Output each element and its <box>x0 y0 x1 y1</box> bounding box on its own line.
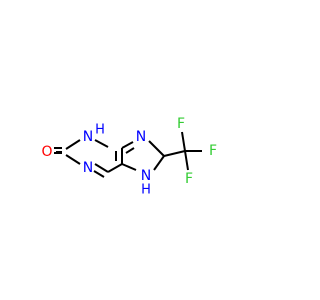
atom-oxygen: O <box>41 144 52 160</box>
bond-n7-c5 <box>121 163 137 171</box>
atom-n3: N <box>83 129 93 145</box>
bond-n9-c8 <box>148 140 165 157</box>
bond-n3-c4 <box>94 139 109 148</box>
bonds <box>54 131 202 178</box>
bond-cf3-f-bottom <box>184 150 189 171</box>
atom-n1: N <box>83 160 93 176</box>
bond-c4-n9 <box>121 141 134 149</box>
molecule-svg: O N H N N N H F F F <box>41 116 217 198</box>
bond-c2-n3 <box>65 139 81 150</box>
molecule-structure-diagram: O N H N N N H F F F <box>41 116 217 198</box>
atom-n7: N <box>141 168 151 184</box>
bond-n1-c6 <box>94 163 109 173</box>
atom-fluorine-bottom: F <box>185 171 193 187</box>
bond-c8-n7 <box>153 155 165 171</box>
bond-n1-c6-inner <box>93 170 105 178</box>
atom-n3-hydrogen: H <box>95 123 105 138</box>
atom-labels: O N H N N N H F F F <box>41 116 217 198</box>
atom-fluorine-right: F <box>209 143 217 159</box>
bond-c6-c5 <box>107 163 123 173</box>
atom-n7-hydrogen: H <box>141 183 151 198</box>
atom-n9: N <box>136 129 146 145</box>
bond-c8-cf3 <box>163 150 186 157</box>
atom-fluorine-top: F <box>177 116 185 132</box>
bond-cf3-f-top <box>181 131 186 152</box>
bond-c2-n1 <box>65 154 81 165</box>
bond-c4-n9-inner <box>125 147 135 154</box>
